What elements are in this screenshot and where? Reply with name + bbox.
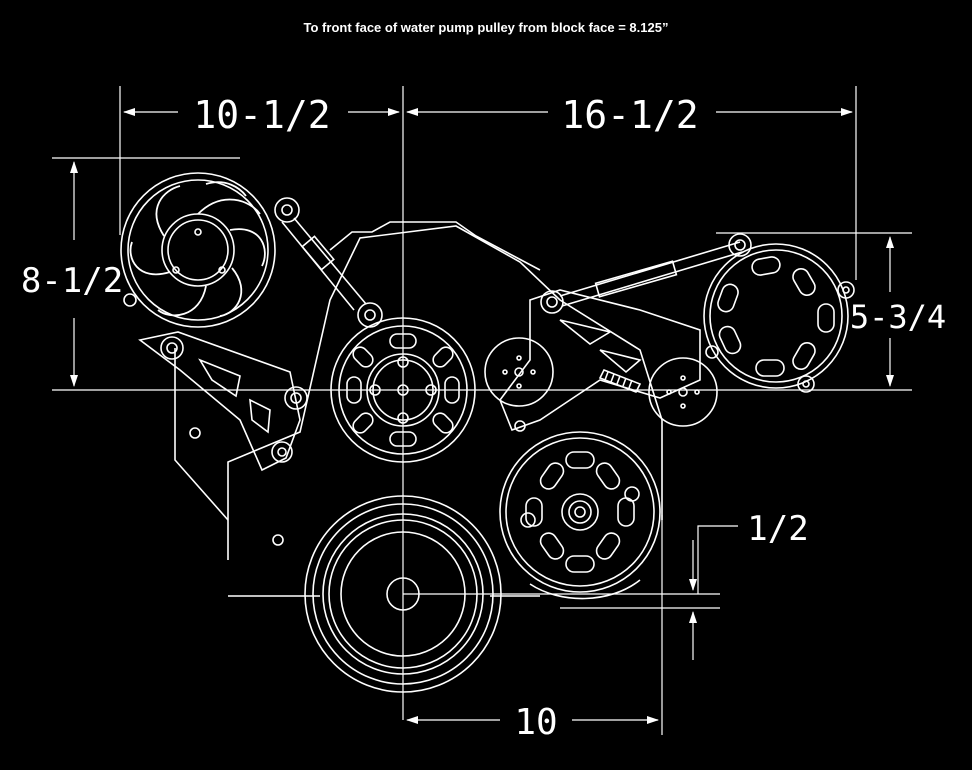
left-bracket bbox=[138, 331, 308, 472]
engine-block-outline bbox=[174, 221, 663, 597]
dimension-lines bbox=[52, 86, 912, 735]
adjuster-rod-right bbox=[559, 233, 752, 307]
idler-pulley-upper bbox=[484, 337, 554, 407]
water-pump-pulley bbox=[330, 317, 476, 463]
adjuster-rod-left bbox=[281, 217, 383, 328]
dim-offset: 1/2 bbox=[747, 509, 808, 549]
drawing-title: To front face of water pump pulley from … bbox=[303, 20, 669, 35]
right-bracket bbox=[499, 289, 701, 432]
dim-bottom: 10 bbox=[514, 702, 557, 743]
power-steering-pulley bbox=[499, 431, 661, 600]
ac-compressor-pulley bbox=[703, 243, 855, 393]
alternator bbox=[120, 172, 300, 328]
dim-right-height: 5-3/4 bbox=[850, 298, 946, 336]
crank-balancer bbox=[304, 495, 502, 693]
dim-top-left: 10-1/2 bbox=[193, 93, 330, 137]
dim-top-right: 16-1/2 bbox=[561, 93, 698, 137]
idler-pulley-right bbox=[598, 357, 718, 427]
dim-left-height: 8-1/2 bbox=[21, 261, 123, 301]
